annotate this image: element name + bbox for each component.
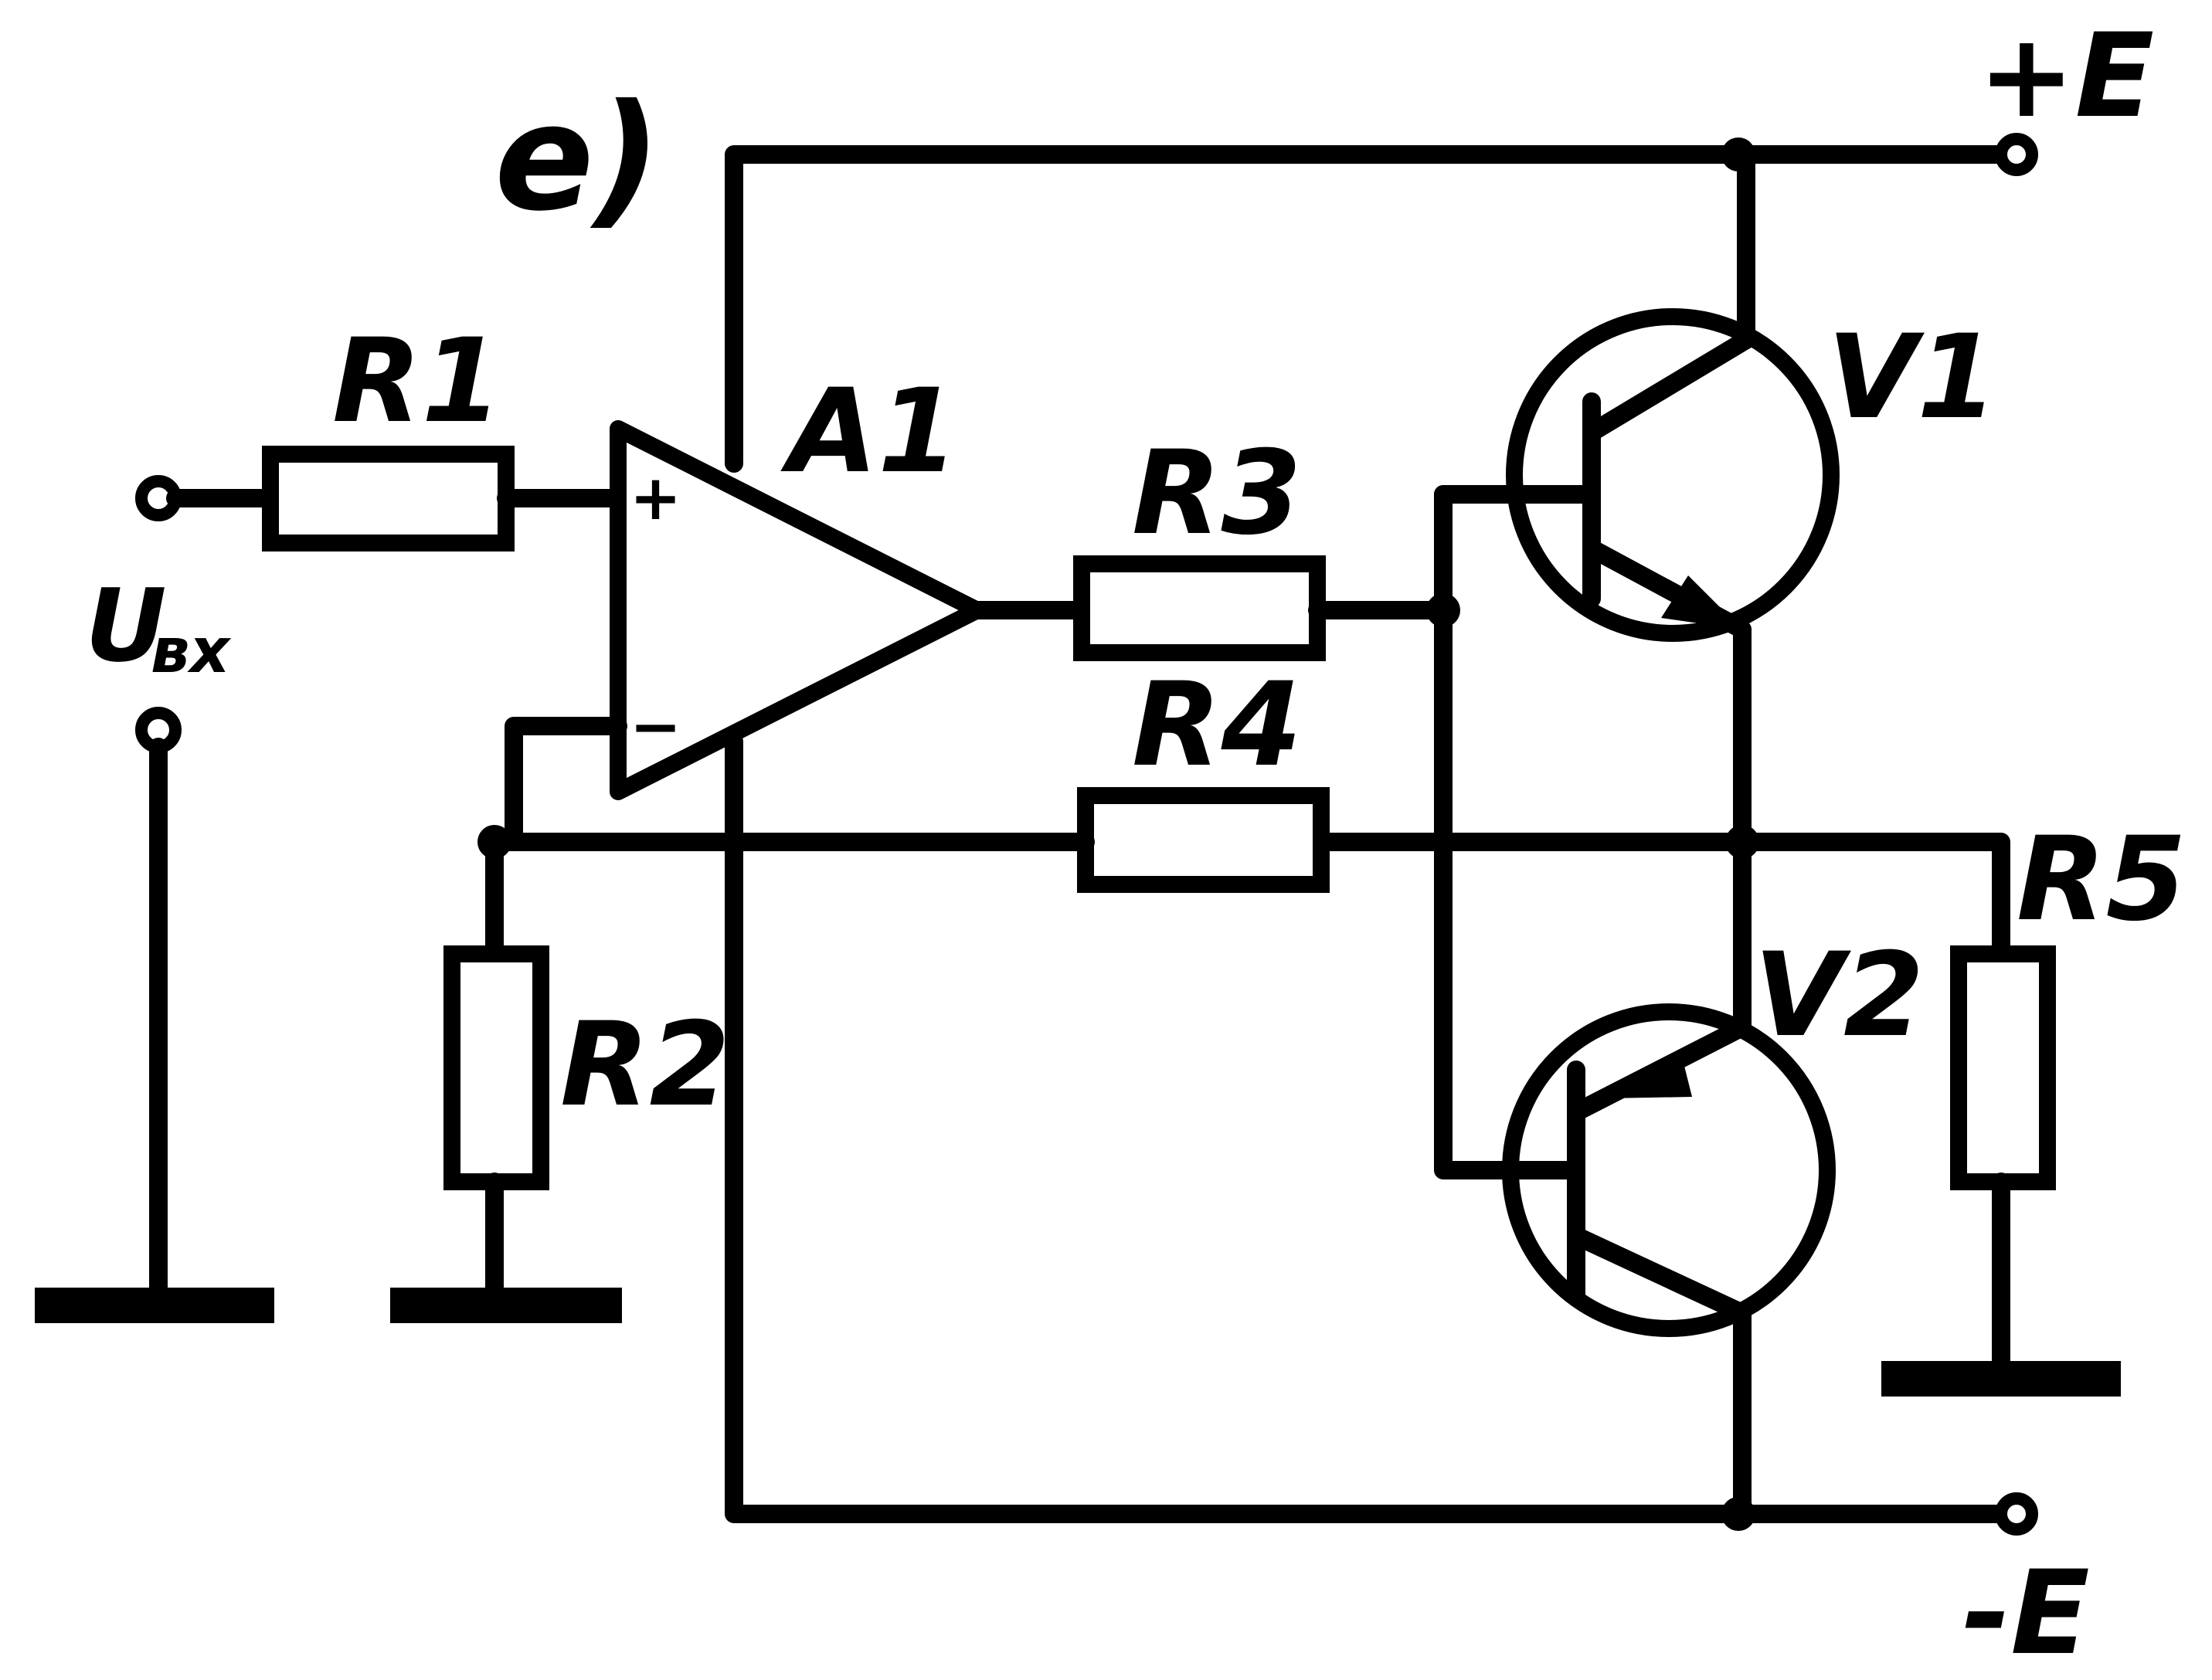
junction-output — [1725, 825, 1759, 859]
label-r1: R1 — [332, 314, 502, 449]
label-minus-e: -E — [1962, 1546, 2090, 1680]
resistor-r3-body — [1073, 555, 1326, 661]
opamp-a1-triangle — [610, 420, 986, 800]
v1-emitter-arrow — [1661, 575, 1742, 630]
v1-collector-lead — [1582, 331, 1755, 442]
label-r3: R3 — [1132, 426, 1302, 561]
figure-label: e) — [494, 73, 661, 243]
label-r5: R5 — [2017, 813, 2187, 947]
label-plus-e: +E — [1978, 9, 2154, 144]
label-a1: A1 — [780, 365, 958, 499]
resistor-r4-body — [1077, 787, 1330, 893]
opamp-plus-sign: + — [630, 462, 681, 534]
resistor-r1 — [262, 446, 624, 552]
label-r2: R2 — [560, 998, 730, 1132]
base-bus-wire — [1434, 485, 1578, 1179]
resistor-r2 — [390, 833, 622, 1323]
v2-emitter-arrow — [1607, 1050, 1692, 1098]
opamp-a1: + − — [610, 420, 1091, 800]
transistor-v1 — [1506, 145, 1840, 642]
resistor-r5-body — [1950, 945, 2056, 1190]
labels: e) R1 A1 R3 R4 R2 R5 V1 V2 +E -E U вх — [85, 9, 2187, 1680]
resistor-r2-body — [443, 945, 549, 1190]
label-v1: V1 — [1827, 311, 1997, 445]
label-input-main: U — [85, 567, 167, 684]
transistor-v2-circle — [1502, 1003, 1836, 1337]
negative-rail — [725, 732, 2010, 1523]
opamp-minus-sign: − — [630, 691, 681, 762]
resistor-r3 — [1073, 485, 1601, 1179]
output-node — [1312, 620, 2010, 1037]
label-input-sub: вх — [151, 615, 232, 687]
resistor-r4 — [477, 717, 1330, 893]
inverting-input-wire — [505, 717, 627, 851]
transistor-v2 — [1502, 1003, 1836, 1523]
plus-e-terminal — [1995, 133, 2038, 176]
minus-e-terminal — [1995, 1492, 2038, 1536]
input-section — [35, 475, 280, 1323]
supply-rails — [725, 133, 2038, 1536]
v2-collector-lead — [1567, 1227, 1752, 1322]
output-to-r5-wire — [1312, 833, 2010, 963]
label-v2: V2 — [1754, 928, 1924, 1063]
positive-rail — [725, 145, 2010, 473]
resistor-r5 — [1881, 945, 2121, 1397]
junction-bases — [1426, 593, 1460, 627]
transistor-v1-circle — [1506, 308, 1840, 642]
label-r4: R4 — [1132, 658, 1302, 792]
resistor-r1-body — [262, 446, 515, 552]
